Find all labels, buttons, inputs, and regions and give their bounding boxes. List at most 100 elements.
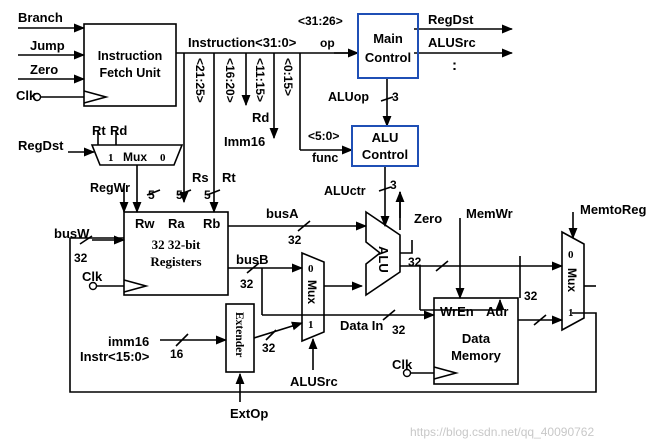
regwr-label: RegWr — [90, 181, 130, 195]
imm16-slash — [175, 333, 189, 347]
reg-clk-label: Clk — [82, 269, 103, 284]
ifu-clk-label: Clk — [16, 88, 37, 103]
memtoreg-label: MemtoReg — [580, 202, 647, 217]
alu-name: ALU — [376, 246, 391, 273]
data-memory-box — [433, 297, 519, 385]
jump-label: Jump — [30, 38, 65, 53]
memory-title2: Memory — [451, 348, 502, 363]
memtoreg-mux-in0: 0 — [568, 249, 574, 261]
alusrc-out-label: ALUSrc — [428, 35, 476, 50]
op-label: op — [320, 36, 335, 50]
main-control-line2: Control — [365, 50, 411, 65]
instruction-fetch-unit-box — [83, 23, 177, 107]
imm-range-label: <0:15> — [281, 58, 295, 96]
mux-rd-label: Rd — [110, 123, 127, 138]
alu-out-width: 32 — [408, 255, 422, 269]
aluctr-slash — [378, 186, 392, 192]
aluctr-label: ALUctr — [324, 184, 366, 198]
w5a-label: 5 — [148, 188, 155, 202]
mem-clk-bubble — [402, 368, 412, 378]
alu-control-box — [351, 125, 419, 167]
aluop-width: 3 — [392, 90, 399, 104]
imm16-input-line1: imm16 — [108, 334, 149, 349]
regfile-title1: 32 32-bit — [152, 237, 201, 252]
imm16-field-label: Imm16 — [224, 134, 265, 149]
ifu-title-line1: Instruction — [98, 49, 163, 63]
ext-out-width: 32 — [262, 341, 276, 355]
imm16-input-line2: Instr<15:0> — [80, 349, 150, 364]
rs-label: Rs — [192, 170, 209, 185]
alu-side-wire — [400, 240, 413, 254]
main-control-line1: Main — [373, 31, 403, 46]
rd-field-label: Rd — [252, 110, 269, 125]
aluop-slash — [380, 96, 394, 102]
mem-out-slash — [533, 314, 547, 326]
register-file-box — [123, 211, 229, 296]
ext-slash — [265, 329, 277, 341]
rt-label: Rt — [222, 170, 236, 185]
busw-feedback-wire — [69, 237, 597, 393]
mux-rt-label: Rt — [92, 123, 106, 138]
ifu-title-line2: Fetch Unit — [99, 66, 161, 80]
busw-label: busW — [54, 226, 90, 241]
extender-name: Extender — [233, 312, 245, 357]
imm16-width: 16 — [170, 347, 184, 361]
memwr-label: MemWr — [466, 206, 513, 221]
w5c-label: 5 — [204, 188, 211, 202]
reg-clk-bubble — [88, 281, 98, 291]
regdst-in-label: RegDst — [18, 138, 64, 153]
alu-out-slash — [435, 260, 449, 272]
busw-width: 32 — [74, 251, 88, 265]
aluctr-width: 3 — [390, 178, 397, 192]
busb-label: busB — [236, 252, 269, 267]
rw-port-label: Rw — [135, 216, 155, 231]
zero-in-label: Zero — [30, 62, 58, 77]
regdst-out-label: RegDst — [428, 12, 474, 27]
rb-port-label: Rb — [203, 216, 220, 231]
rd-range-label: <11:15> — [253, 58, 267, 102]
watermark: https://blog.csdn.net/qq_40090762 — [410, 425, 594, 439]
datain-width: 32 — [392, 323, 406, 337]
func-label: func — [312, 151, 338, 165]
busw-slash — [79, 235, 93, 245]
alusrc-mux-name: Mux — [305, 280, 319, 304]
more-outputs-label: : — [452, 57, 457, 74]
busa-slash — [297, 220, 311, 232]
func-range-label: <5:0> — [308, 129, 339, 143]
regdst-mux-shape — [90, 144, 184, 166]
branch-label: Branch — [18, 10, 63, 25]
w5-slash-a — [146, 189, 161, 196]
ifu-clock-triangle — [83, 90, 110, 104]
memtoreg-mux-in1: 1 — [568, 307, 574, 319]
w5-slash-c — [206, 189, 221, 196]
rs-range-label: <21:25> — [193, 58, 207, 103]
reg-clock-triangle — [123, 279, 150, 293]
wren-port-label: WrEn — [440, 304, 474, 319]
adr-port-label: Adr — [486, 304, 508, 319]
alu-control-line1: ALU — [372, 130, 399, 145]
memtoreg-mux-name: Mux — [565, 268, 579, 292]
mem-clk-label: Clk — [392, 357, 413, 372]
op-range-label: <31:26> — [298, 14, 343, 28]
ext-out-wire — [253, 321, 304, 339]
regdst-mux-in1: 1 — [108, 152, 114, 164]
aluop-label: ALUop — [328, 90, 369, 104]
datain-label: Data In — [340, 318, 383, 333]
memory-title1: Data — [462, 331, 491, 346]
datain-slash — [382, 309, 396, 321]
regdst-mux-name: Mux — [123, 150, 147, 164]
mem-out-width: 32 — [524, 289, 538, 303]
busb-slash — [246, 262, 260, 274]
busa-label: busA — [266, 206, 299, 221]
ra-port-label: Ra — [168, 216, 185, 231]
ifu-clk-bubble — [32, 92, 42, 102]
alusrc-mux-in1: 1 — [308, 319, 314, 331]
busb-width: 32 — [240, 277, 254, 291]
main-control-box — [357, 13, 419, 79]
busa-width: 32 — [288, 233, 302, 247]
instruction-bus-label: Instruction<31:0> — [188, 35, 297, 50]
alu-shape — [365, 210, 401, 297]
regfile-title2: Registers — [150, 254, 201, 269]
